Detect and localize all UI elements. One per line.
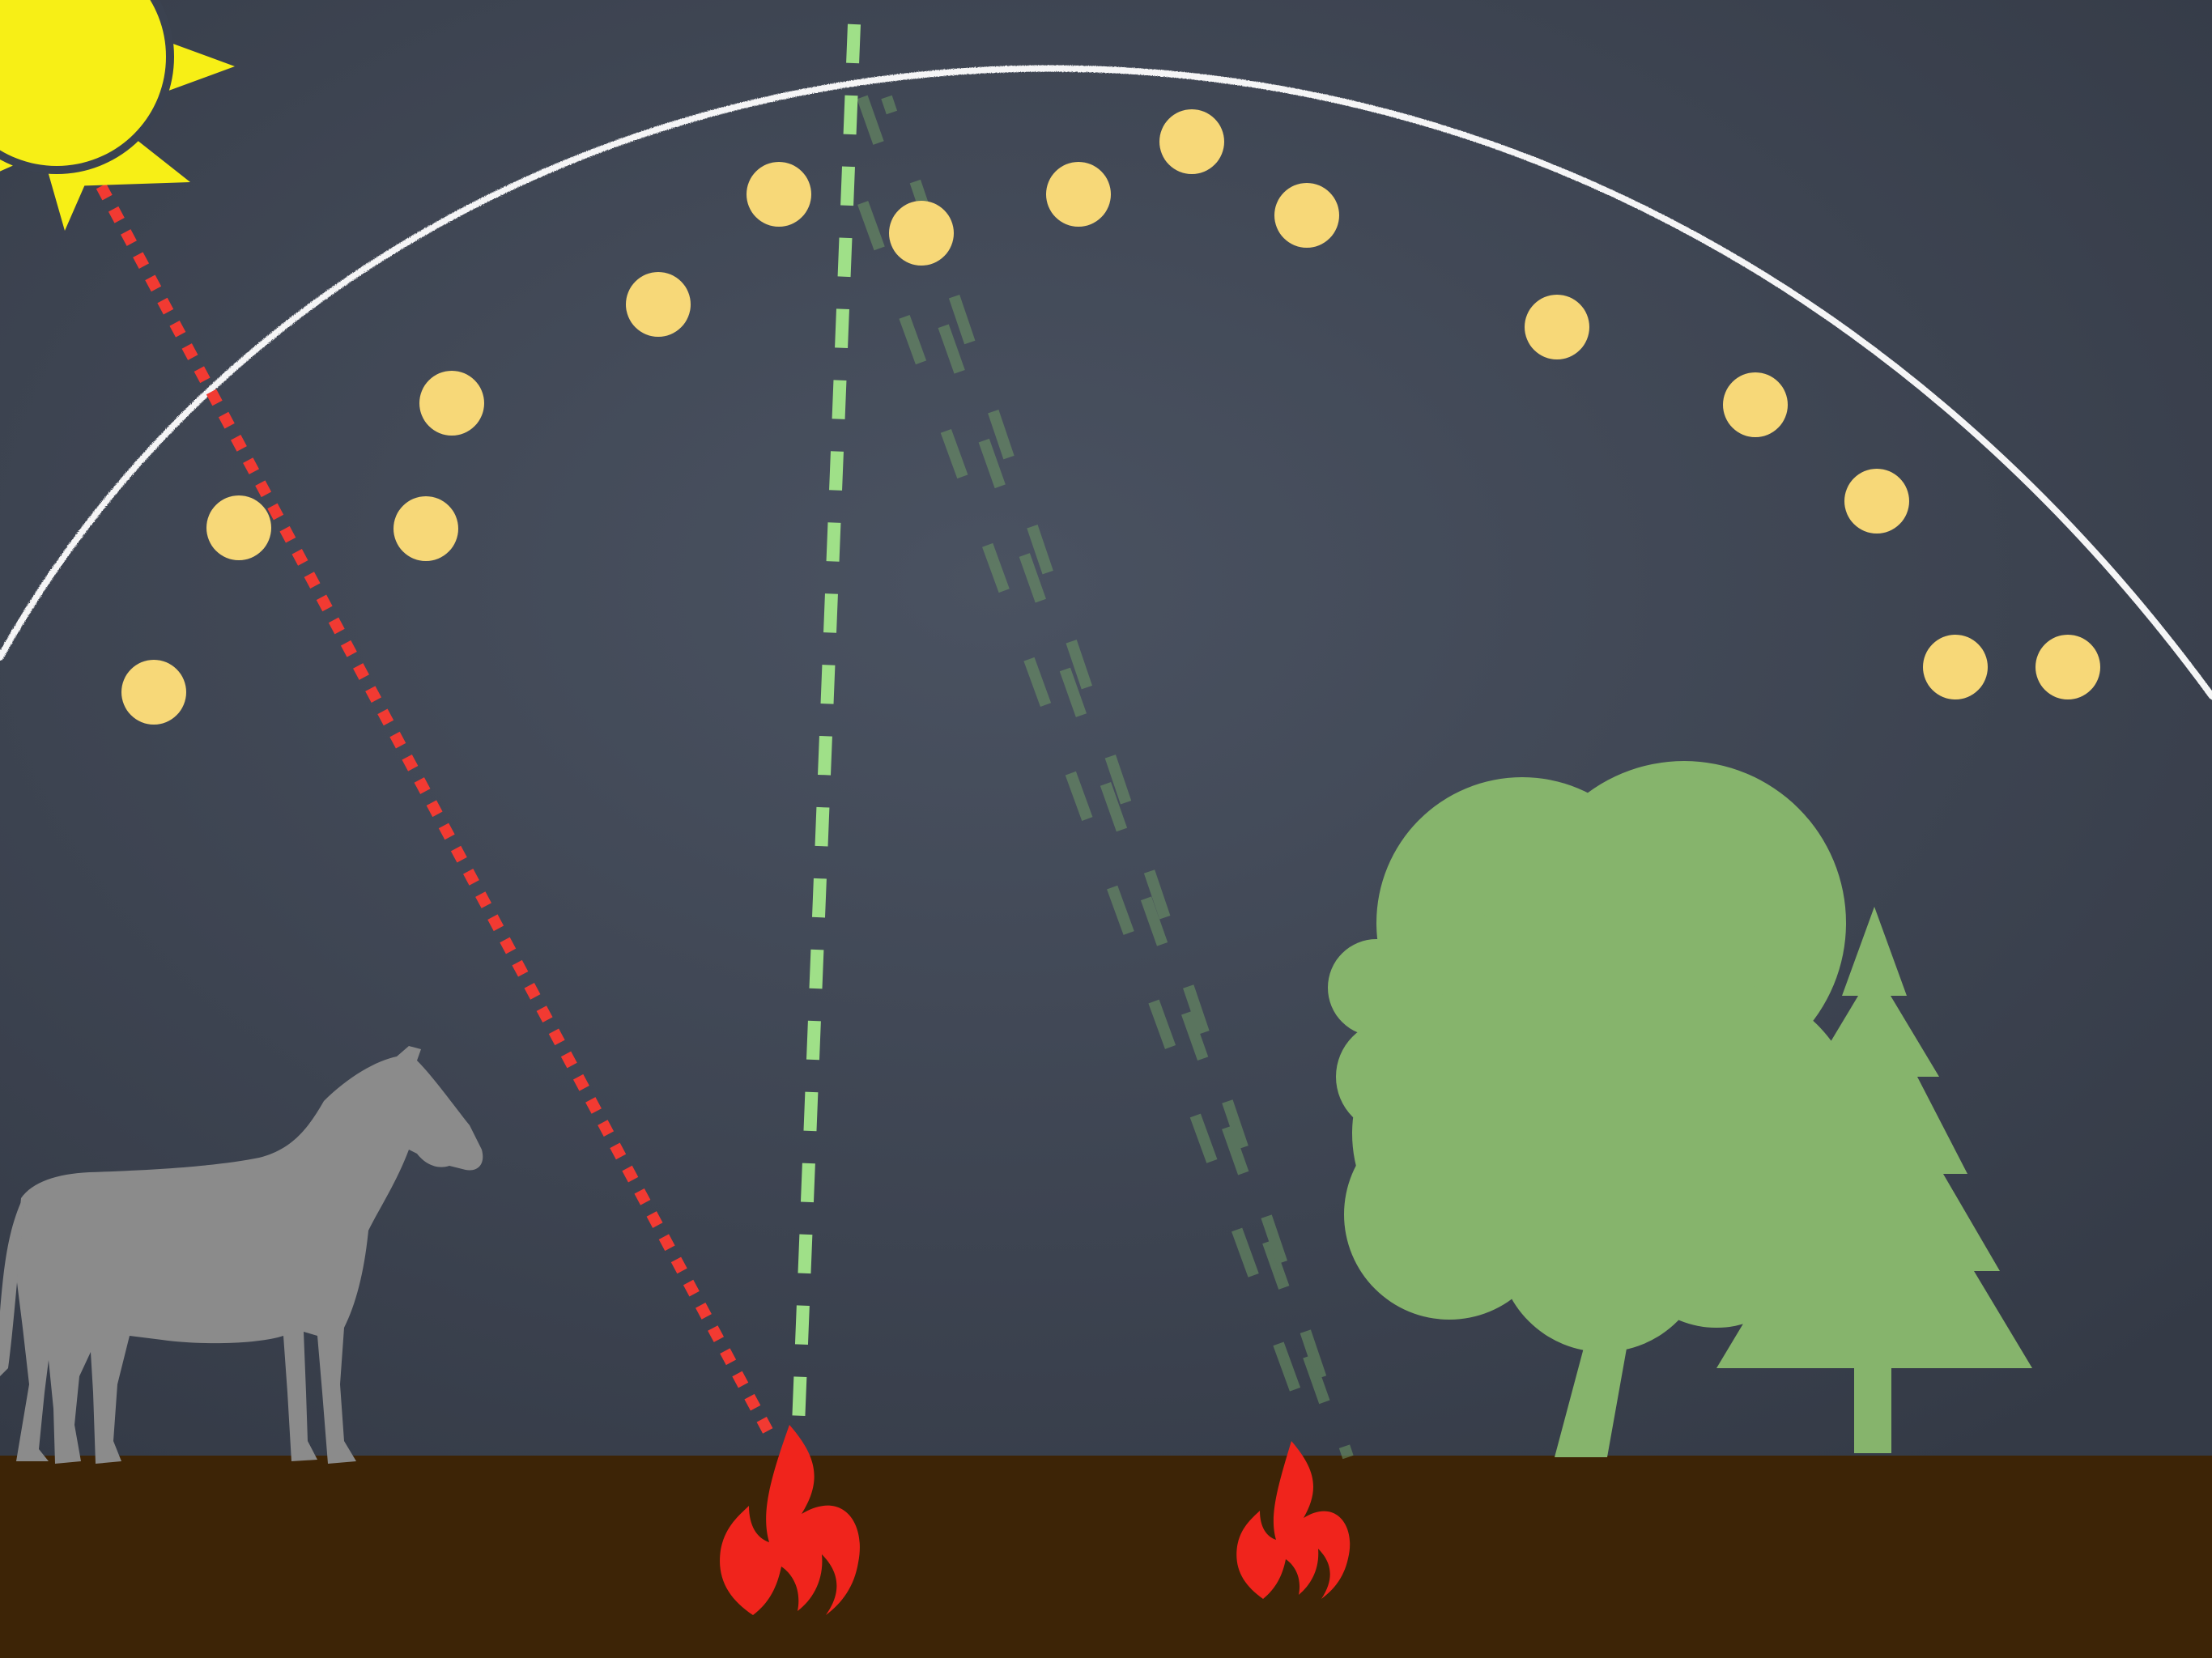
star-dot <box>419 371 484 436</box>
ground <box>0 1456 2212 1658</box>
star-dot <box>393 496 458 561</box>
star-dot <box>626 272 691 337</box>
star-dot <box>1046 162 1111 227</box>
star-dot <box>1923 635 1988 699</box>
star-dot <box>1525 295 1589 359</box>
star-dot <box>1274 183 1339 248</box>
star-dot <box>1844 469 1909 534</box>
star-dot <box>1159 109 1224 174</box>
star-dot <box>121 660 186 725</box>
star-dot <box>1723 372 1788 437</box>
star-dot <box>2035 635 2100 699</box>
star-dot <box>747 162 811 227</box>
star-dot <box>889 201 954 266</box>
star-dot <box>206 495 271 560</box>
